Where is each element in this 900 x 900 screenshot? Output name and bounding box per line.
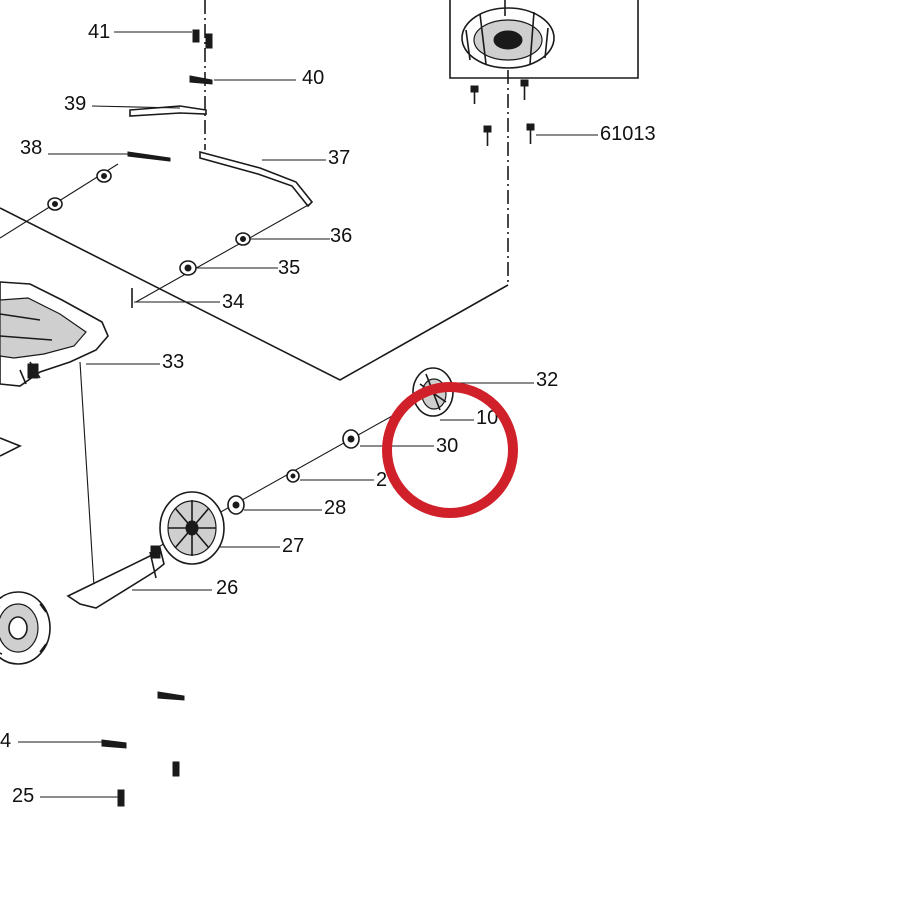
part-37-bar — [199, 150, 314, 208]
label-part-34: 34 — [222, 291, 244, 313]
motor-screws — [470, 79, 535, 146]
label-part-38: 38 — [20, 137, 42, 159]
small-clip — [157, 691, 185, 701]
label-part-28: 28 — [324, 497, 346, 519]
label-part-61013: 61013 — [600, 123, 656, 145]
motor-cover-assembly — [449, 0, 639, 79]
label-part-10: 10 — [476, 407, 498, 429]
label-part-36: 36 — [330, 225, 352, 247]
label-part-25: 25 — [12, 785, 34, 807]
frame-connector-lines — [0, 207, 509, 381]
nut — [47, 197, 63, 211]
screw — [526, 123, 535, 144]
label-part-35: 35 — [278, 257, 300, 279]
screw — [520, 79, 529, 100]
label-part-33: 33 — [162, 351, 184, 373]
part-39-pin — [129, 105, 207, 117]
part-25-screw — [117, 789, 125, 807]
small-screw — [172, 761, 180, 777]
label-part-26: 26 — [216, 577, 238, 599]
screw — [483, 125, 492, 146]
label-part-27: 27 — [282, 535, 304, 557]
label-part-24: 4 — [0, 730, 11, 752]
label-part-40: 40 — [302, 67, 324, 89]
label-part-29: 2 — [376, 469, 387, 491]
rod-axis-line — [135, 203, 311, 303]
leader-lines — [18, 31, 598, 798]
part-38-spring — [127, 151, 171, 162]
part-27-wheel — [159, 491, 225, 565]
highlight-circle — [382, 382, 518, 518]
part-33-deck-housing — [0, 281, 109, 387]
label-part-37: 37 — [328, 147, 350, 169]
part-40-clip — [189, 75, 213, 85]
label-part-41: 41 — [88, 21, 110, 43]
part-29-spacer — [286, 469, 300, 483]
motor-box-outline — [449, 0, 639, 79]
label-part-39: 39 — [64, 93, 86, 115]
deck-to-axle-line — [79, 361, 95, 587]
nut — [96, 169, 112, 183]
deck-edge-fragment — [0, 437, 22, 457]
part-labels: 41 40 39 38 37 36 35 34 33 32 10 30 2 28… — [0, 21, 656, 807]
part-30-washer — [342, 429, 360, 449]
label-part-30: 30 — [436, 435, 458, 457]
part-26-bracket — [66, 545, 165, 609]
part-28-nut — [227, 495, 245, 515]
part-36-washer — [235, 232, 251, 246]
part-41-bolts — [192, 29, 213, 49]
label-part-32: 32 — [536, 369, 558, 391]
motor-cover-part — [461, 0, 555, 69]
part-24-key — [101, 739, 127, 749]
front-wheel — [0, 591, 51, 665]
part-35-washer — [179, 260, 197, 276]
screw — [470, 85, 479, 104]
